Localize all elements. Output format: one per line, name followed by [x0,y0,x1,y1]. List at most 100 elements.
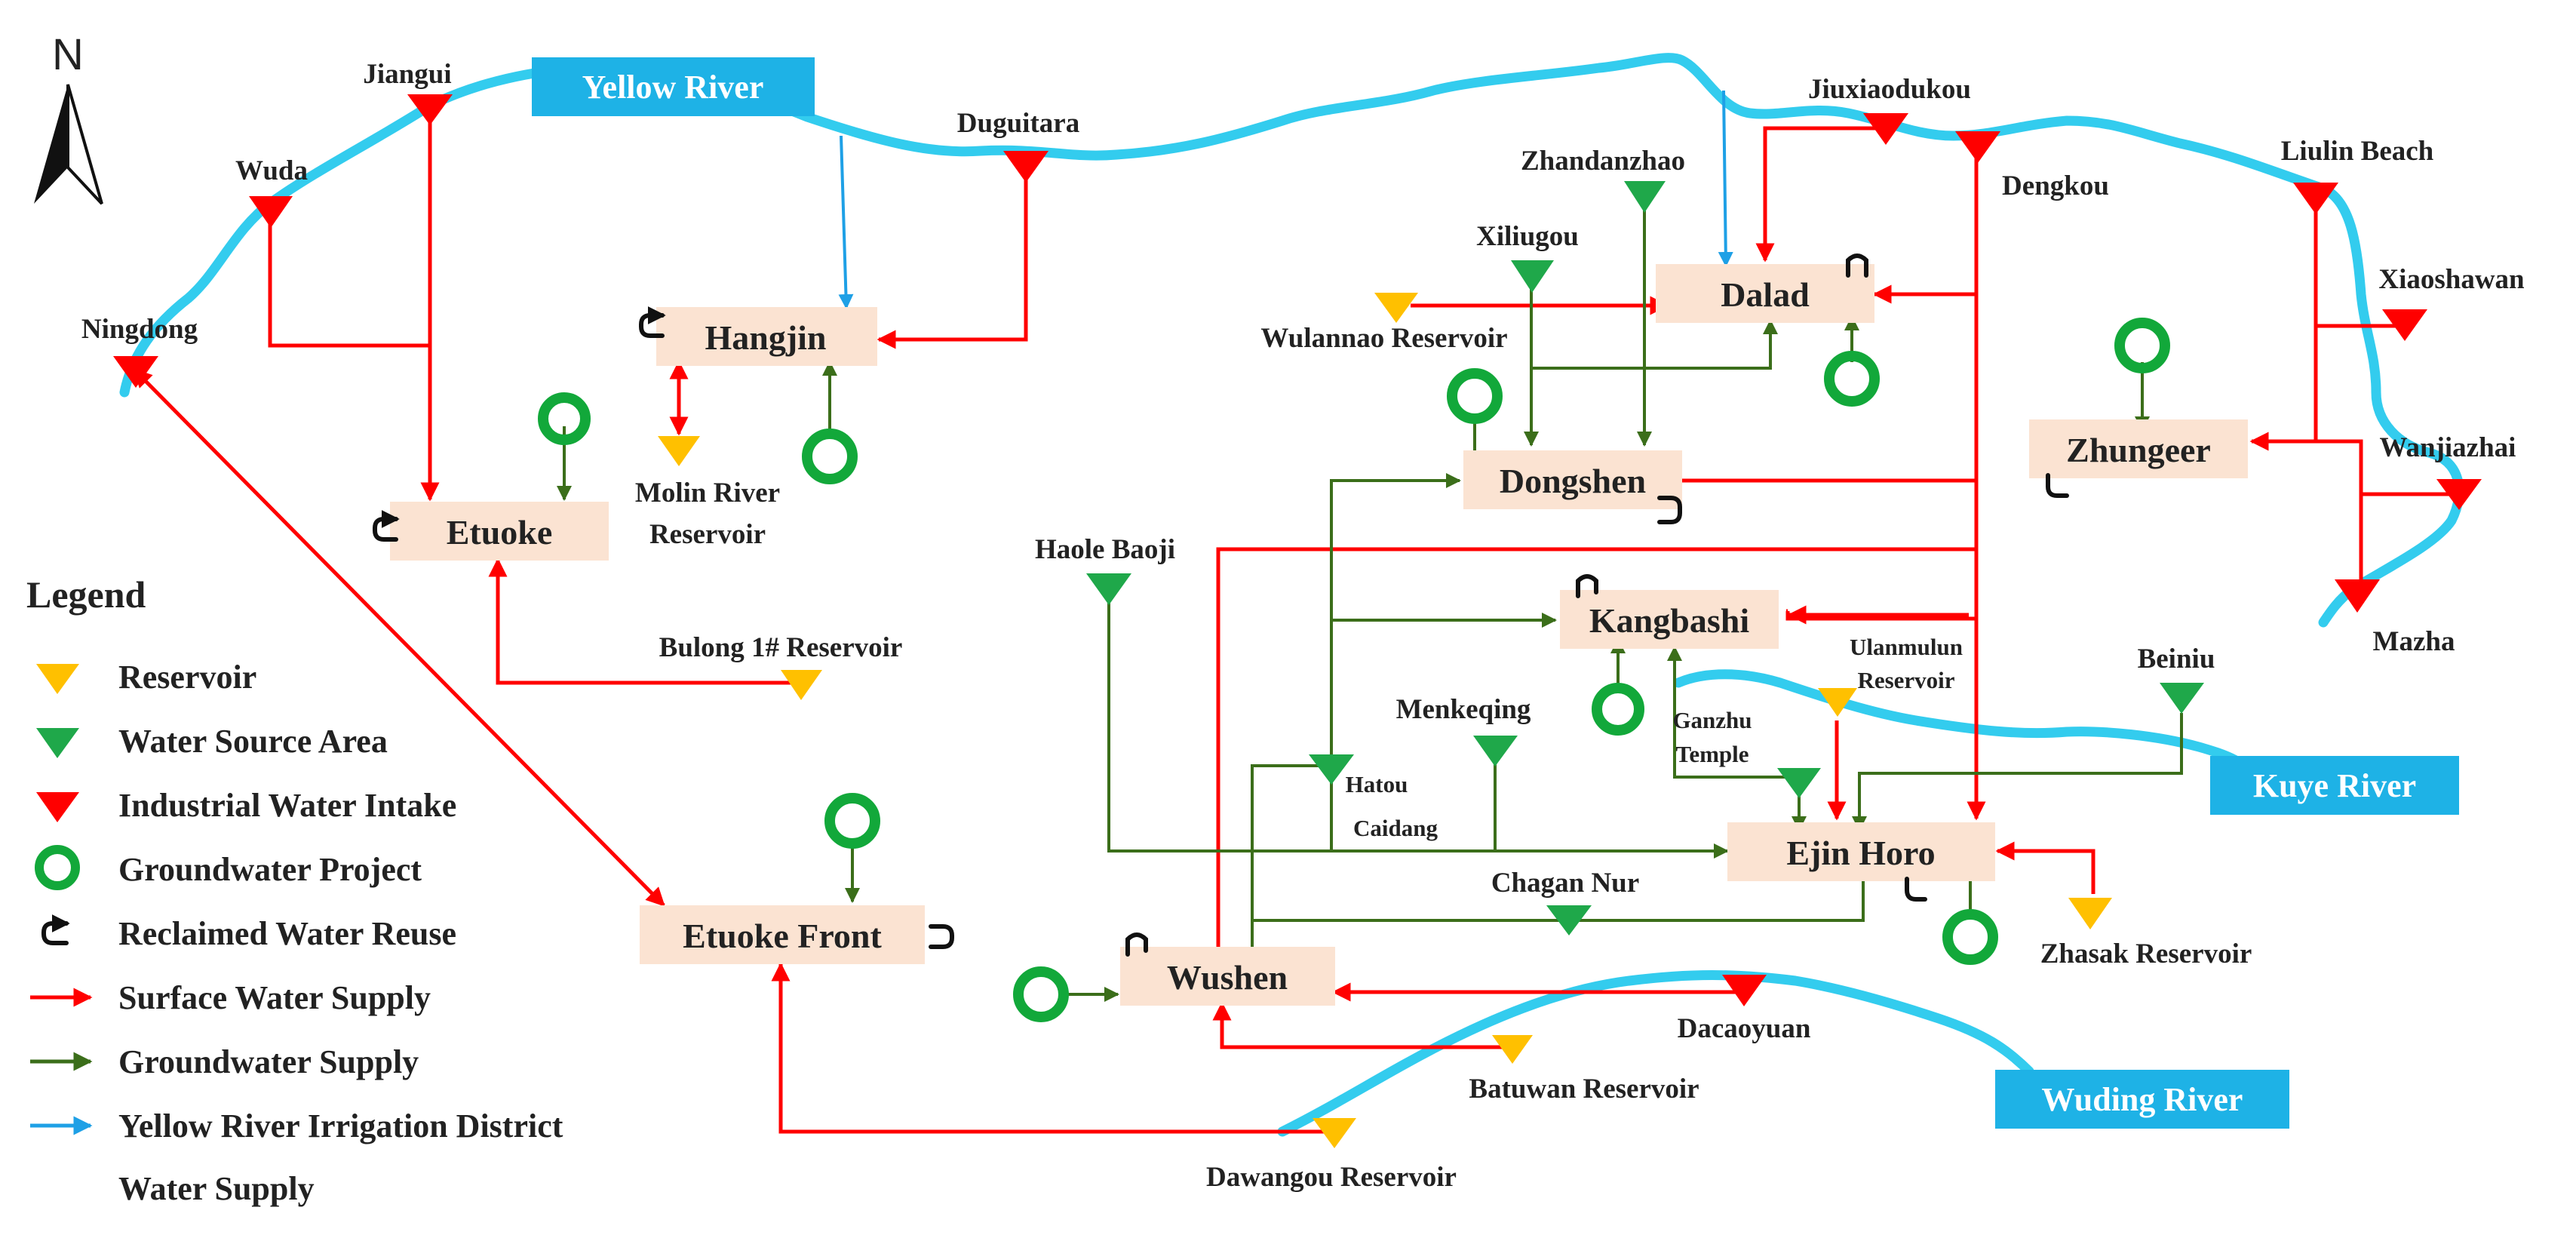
svg-text:Wushen: Wushen [1167,958,1288,997]
groundwater-wushen [1013,966,1069,1022]
label-zhasak: Zhasak Reservoir [2040,939,2252,969]
svg-text:Zhungeer: Zhungeer [2066,431,2211,469]
river-label-kuye: Kuye River [2210,756,2459,815]
label-zhandanzhao: Zhandanzhao [1521,146,1685,177]
legend: Legend Reservoir Water Source Area Indus… [26,573,563,1207]
water-source-hatou [1309,754,1354,785]
reservoir-zhasak [2068,898,2112,929]
svg-text:Kangbashi: Kangbashi [1589,601,1749,640]
groundwater-zhungeer [2114,318,2170,373]
yellow-river-line [119,53,2464,628]
groundwater-etuoke-front [824,793,880,849]
rivers [119,53,2464,1137]
reservoir-molin [658,436,700,466]
label-hatou-2: Caidang [1353,815,1438,841]
node-etuoke-front: Etuoke Front [640,905,925,964]
river-label-wuding: Wuding River [1995,1070,2289,1129]
node-ejin-horo: Ejin Horo [1727,822,1995,881]
intake-mazha [2335,579,2380,613]
intake-wanjiazhai [2436,479,2482,510]
water-source-beiniu [2160,683,2204,714]
legend-industrial: Industrial Water Intake [118,787,456,824]
water-source-haole [1086,573,1131,605]
reservoir-dawangou [1313,1118,1356,1148]
groundwater-hangjin [802,429,858,484]
water-source-chagan [1546,905,1592,935]
groundwater-etuoke [538,392,591,445]
reservoir-bulong [781,670,822,700]
reservoir-ulanmulun [1818,688,1857,717]
label-wanjiazhai: Wanjiazhai [2380,432,2516,463]
reservoir-wulannao [1374,293,1418,323]
legend-water-source-icon [36,728,79,758]
water-source-xiliugou [1511,260,1554,293]
reuse-icon [1657,496,1682,524]
node-kangbashi: Kangbashi [1560,590,1779,649]
groundwater-lines [557,200,2183,1002]
svg-text:Hangjin: Hangjin [705,318,826,357]
legend-water-source: Water Source Area [118,723,388,760]
svg-text:Ejin Horo: Ejin Horo [1786,834,1935,872]
node-wushen: Wushen [1120,947,1335,1006]
label-ganzhu: Ganzhu [1672,707,1752,733]
label-dawangou: Dawangou Reservoir [1206,1162,1457,1193]
label-molin: Molin River [635,478,780,508]
groundwater-markers [538,318,2170,1022]
label-wuda: Wuda [235,155,308,186]
wuding-river-line [1277,970,2034,1137]
label-chagan: Chagan Nur [1491,868,1639,899]
node-dalad: Dalad [1656,264,1874,323]
node-zhungeer: Zhungeer [2029,419,2248,478]
node-etuoke: Etuoke [390,502,609,561]
intake-duguitara [1003,151,1049,183]
intake-jiuxiaodukou [1863,113,1908,145]
label-ganzhu-2: Temple [1675,741,1749,767]
legend-groundwater: Groundwater Project [118,851,422,888]
svg-text:Yellow River: Yellow River [582,69,764,106]
intake-ningdong [113,356,158,388]
intake-dengkou [1955,131,2000,163]
label-xiliugou: Xiliugou [1476,221,1579,252]
legend-reservoir: Reservoir [118,659,256,696]
groundwater-ejin-horo [1942,909,1998,965]
water-source-menkeqing [1473,736,1518,766]
reuse-icon [1846,253,1868,278]
legend-reuse: Reclaimed Water Reuse [118,915,456,952]
label-dengkou: Dengkou [2002,171,2109,201]
surface-water-lines [133,109,2459,1134]
label-mazha: Mazha [2373,626,2455,657]
label-ningdong: Ningdong [81,314,198,345]
water-source-ganzhu [1777,768,1821,798]
node-hangjin: Hangjin [656,307,877,366]
north-arrow: N [34,30,103,205]
label-batuwan: Batuwan Reservoir [1469,1074,1699,1104]
reuse-icon [2046,473,2069,498]
river-label-yellow: Yellow River [532,57,815,116]
groundwater-dongshen [1447,368,1503,424]
intake-xiaoshawan [2382,309,2427,341]
legend-industrial-icon [36,792,79,822]
intake-dacaoyuan [1722,975,1767,1006]
reuse-icon [373,510,400,542]
legend-irrigation-2: Water Supply [118,1170,315,1207]
label-beiniu: Beiniu [2138,644,2215,674]
intake-wuda [249,196,293,228]
water-source-markers [1086,181,2204,935]
svg-text:Etuoke Front: Etuoke Front [683,917,882,955]
label-xiaoshawan: Xiaoshawan [2378,264,2525,295]
label-wulannao: Wulannao Reservoir [1260,323,1507,354]
label-liulin: Liulin Beach [2281,136,2434,167]
reuse-icons [373,253,2069,957]
reuse-icon [1125,932,1148,957]
label-hatou: Hatou [1346,771,1408,797]
svg-text:N: N [52,30,84,79]
industrial-markers [113,94,2482,1006]
label-duguitara: Duguitara [957,108,1079,139]
label-jiuxiaodukou: Jiuxiaodukou [1808,74,1971,105]
irrigation-lines [838,90,1733,309]
legend-ground: Groundwater Supply [118,1043,419,1080]
svg-text:Wuding River: Wuding River [2042,1081,2243,1118]
legend-irrigation: Yellow River Irrigation District [118,1108,563,1144]
kuye-river-line [1673,669,2268,790]
